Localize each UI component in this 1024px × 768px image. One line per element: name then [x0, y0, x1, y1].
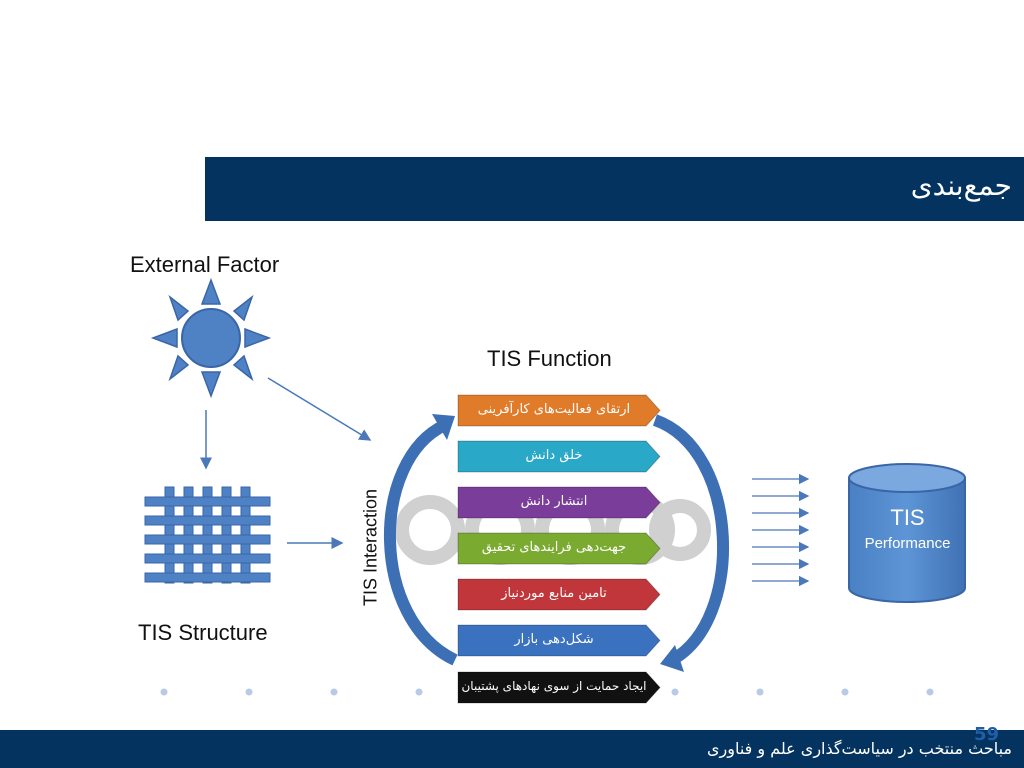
interaction-right-arrow — [652, 414, 730, 666]
function-bar — [457, 532, 661, 565]
interaction-right-arrowhead — [660, 645, 684, 672]
function-bar — [457, 578, 661, 611]
function-bar-label: تامین منابع موردنیاز — [501, 586, 607, 601]
tis-structure-label: TIS Structure — [138, 620, 268, 645]
function-bars — [457, 394, 661, 704]
tis-interaction-label: TIS Interaction — [360, 488, 381, 607]
function-bar-label: انتشار دانش — [520, 494, 588, 509]
function-bar-label: خلق دانش — [525, 448, 583, 463]
footer-bar: مباحث منتخب در سیاست‌گذاری علم و فناوری — [0, 730, 1024, 768]
function-bar — [457, 486, 661, 519]
decorative-dots — [160, 688, 934, 696]
tis-performance-label: TIS Performance — [850, 505, 965, 552]
function-bar — [457, 671, 661, 704]
function-bar — [457, 440, 661, 473]
function-bar — [457, 624, 661, 657]
performance-cylinder — [848, 463, 966, 603]
function-bar-label: جهت‌دهی فرایندهای تحقیق — [481, 540, 627, 555]
performance-title: TIS — [890, 505, 925, 530]
function-bar-label: ایجاد حمایت از سوی نهادهای پشتیبان — [461, 679, 647, 693]
title-bar: جمع‌بندی — [205, 157, 1024, 221]
performance-arrows — [752, 473, 810, 587]
woven-grid-icon — [144, 486, 271, 584]
sun-icon — [150, 277, 272, 399]
interaction-left-arrowhead — [432, 414, 455, 440]
function-bar — [457, 394, 661, 427]
function-bar-label: شکل‌دهی بازار — [514, 632, 594, 647]
footer-text: مباحث منتخب در سیاست‌گذاری علم و فناوری — [707, 739, 1012, 758]
sun-to-function-arrow — [267, 377, 372, 441]
interaction-left-arrow — [383, 419, 458, 666]
page-title: جمع‌بندی — [910, 169, 1012, 202]
page-number: 59 — [974, 724, 1000, 745]
external-factor-label: External Factor — [130, 252, 280, 277]
performance-subtitle: Performance — [864, 535, 951, 552]
function-bar-label: ارتقای فعالیت‌های کارآفرینی — [477, 402, 631, 417]
tis-function-label: TIS Function — [487, 346, 612, 371]
